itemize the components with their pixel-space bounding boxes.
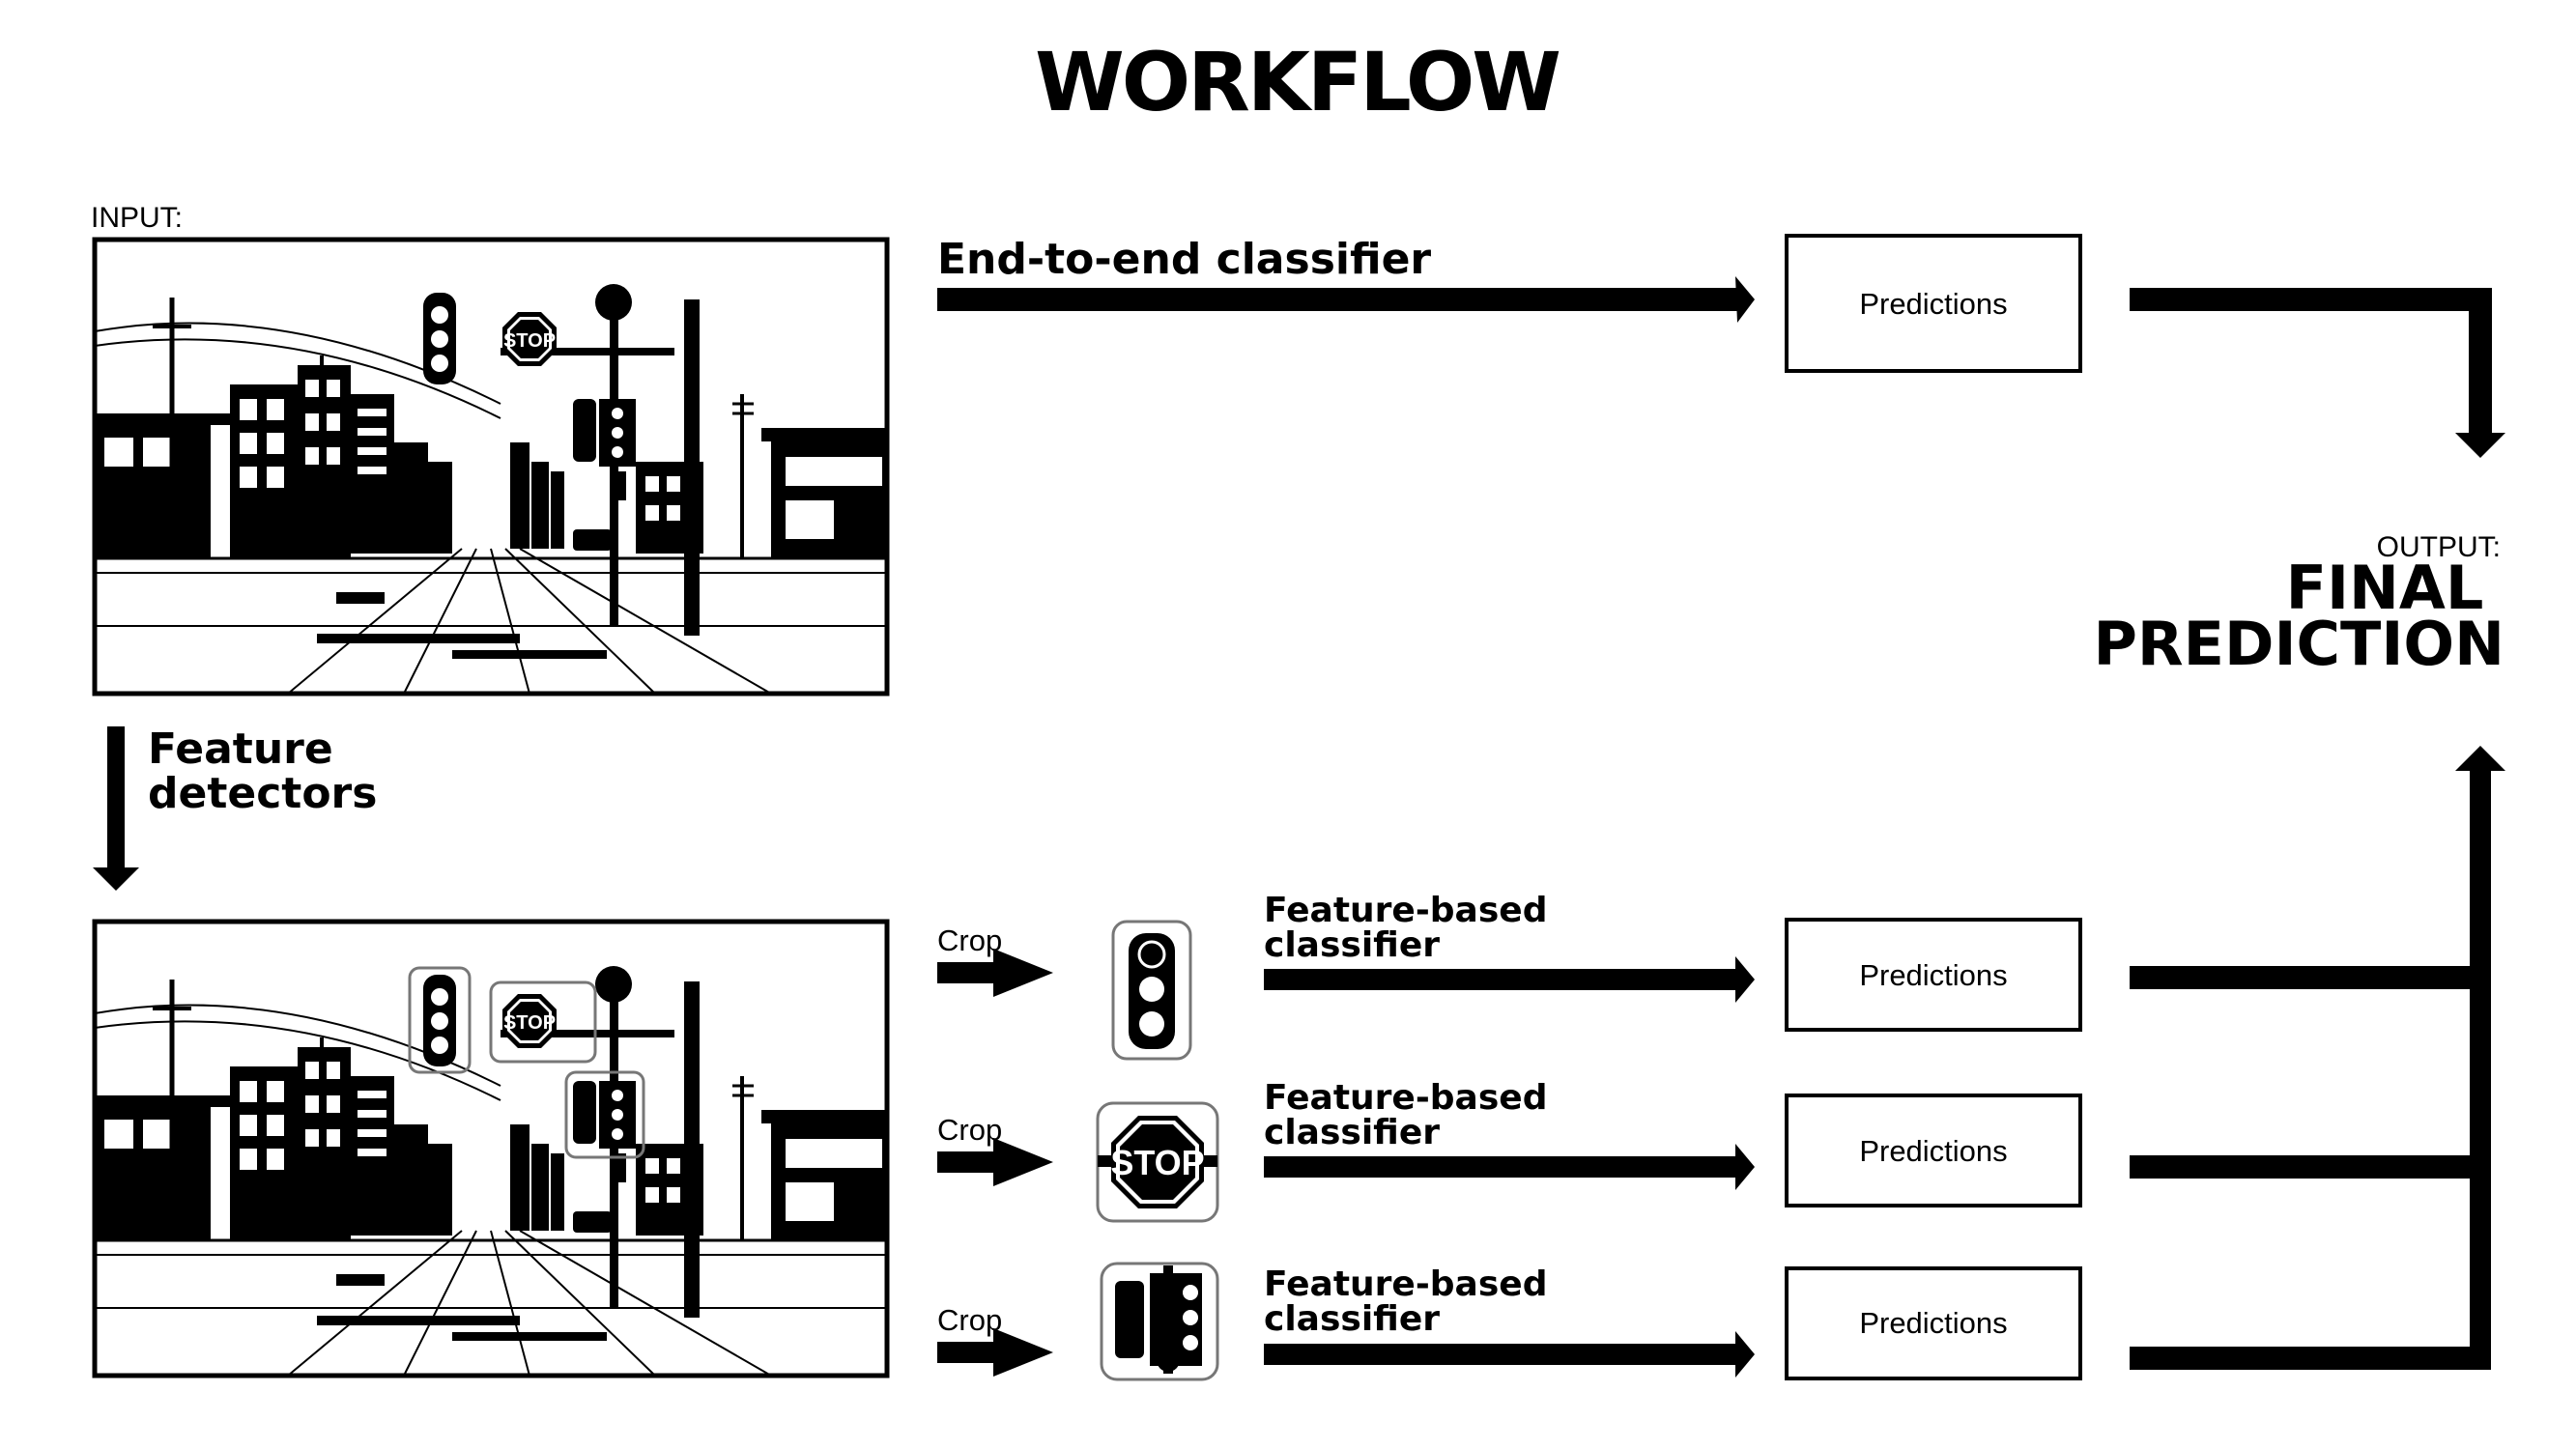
feature-classifier-label: Feature-based classifier bbox=[1264, 1078, 1560, 1152]
bbox-stop-sign bbox=[489, 980, 597, 1064]
feature-detectors-label: Feature detectors bbox=[148, 724, 377, 818]
feature-branch-1: Crop Feature-based classifier Prediction… bbox=[937, 891, 2491, 1061]
crop-label: Crop bbox=[937, 923, 1002, 957]
side-traffic-light-icon bbox=[1100, 1262, 1219, 1381]
end-to-end-label: End-to-end classifier bbox=[937, 235, 1431, 284]
stop-sign-icon: STOP bbox=[1096, 1101, 1219, 1223]
predictions-label: Predictions bbox=[1859, 1306, 2007, 1340]
feature-classifier-label: Feature-based classifier bbox=[1264, 891, 1560, 965]
crop-label: Crop bbox=[937, 1303, 1002, 1337]
feature-classifier-label: Feature-based classifier bbox=[1264, 1264, 1560, 1339]
input-label: INPUT: bbox=[91, 202, 183, 234]
predictions-label: Predictions bbox=[1859, 287, 2007, 321]
top-connector bbox=[2130, 288, 2505, 458]
feature-detectors-arrow bbox=[93, 726, 139, 891]
traffic-light-icon bbox=[1111, 920, 1192, 1061]
final-prediction: FINAL PREDICTION bbox=[2093, 553, 2504, 679]
bbox-traffic-light bbox=[408, 966, 472, 1074]
predictions-label: Predictions bbox=[1859, 958, 2007, 992]
bbox-side-light bbox=[564, 1070, 645, 1159]
feature-branch-2: Crop STOP Feature-based classifier Predi… bbox=[937, 1078, 2491, 1223]
output-label: OUTPUT: bbox=[2377, 531, 2501, 563]
bottom-connector bbox=[2455, 746, 2505, 1360]
crop-label: Crop bbox=[937, 1113, 1002, 1147]
input-image bbox=[92, 237, 890, 696]
stop-sign-text: STOP bbox=[1110, 1143, 1204, 1182]
predictions-label: Predictions bbox=[1859, 1134, 2007, 1168]
diagram-title: WORKFLOW bbox=[1035, 35, 1560, 129]
predictions-box-top: Predictions bbox=[1785, 234, 2082, 373]
annotated-image bbox=[92, 919, 890, 1378]
end-to-end-arrow bbox=[937, 276, 1755, 323]
feature-branch-3: Crop Feature-based classifier Prediction… bbox=[937, 1262, 2491, 1381]
